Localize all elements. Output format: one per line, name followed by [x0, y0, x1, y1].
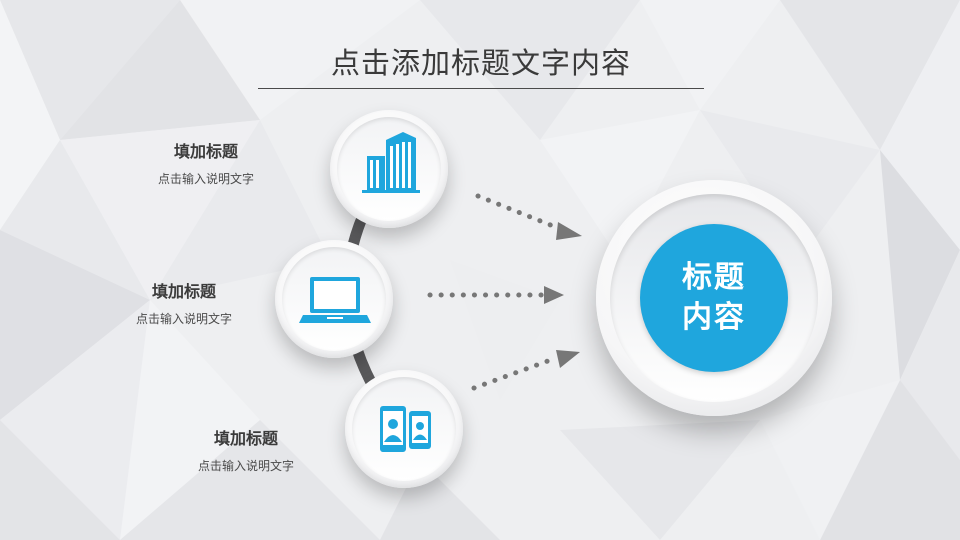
item-label-2: 填加标题 点击输入说明文字: [124, 281, 244, 327]
item-heading: 填加标题: [151, 282, 216, 301]
icon-circle-3: [345, 370, 463, 488]
arrow-top: [475, 193, 582, 240]
buildings-icon: [362, 132, 420, 193]
icon-circle-2: [275, 240, 393, 358]
center-circle: 标题 内容: [596, 180, 832, 416]
slide-title: 点击添加标题文字内容: [330, 46, 631, 80]
phones-contact-icon: [380, 406, 431, 452]
laptop-icon: [299, 277, 371, 323]
item-heading: 填加标题: [173, 142, 238, 161]
center-core: 标题 内容: [640, 224, 788, 372]
item-label-3: 填加标题 点击输入说明文字: [186, 428, 306, 474]
arrow-bottom: [471, 350, 580, 391]
center-title-line1: 标题: [682, 260, 746, 295]
icon-circle-1: [330, 110, 448, 228]
item-description: 点击输入说明文字: [135, 312, 232, 326]
item-label-1: 填加标题 点击输入说明文字: [146, 141, 266, 187]
arrow-middle: [427, 286, 564, 304]
item-heading: 填加标题: [213, 429, 278, 448]
title-underline: [258, 88, 704, 89]
item-description: 点击输入说明文字: [197, 459, 294, 473]
center-title-line2: 内容: [682, 300, 746, 335]
item-description: 点击输入说明文字: [157, 172, 254, 186]
